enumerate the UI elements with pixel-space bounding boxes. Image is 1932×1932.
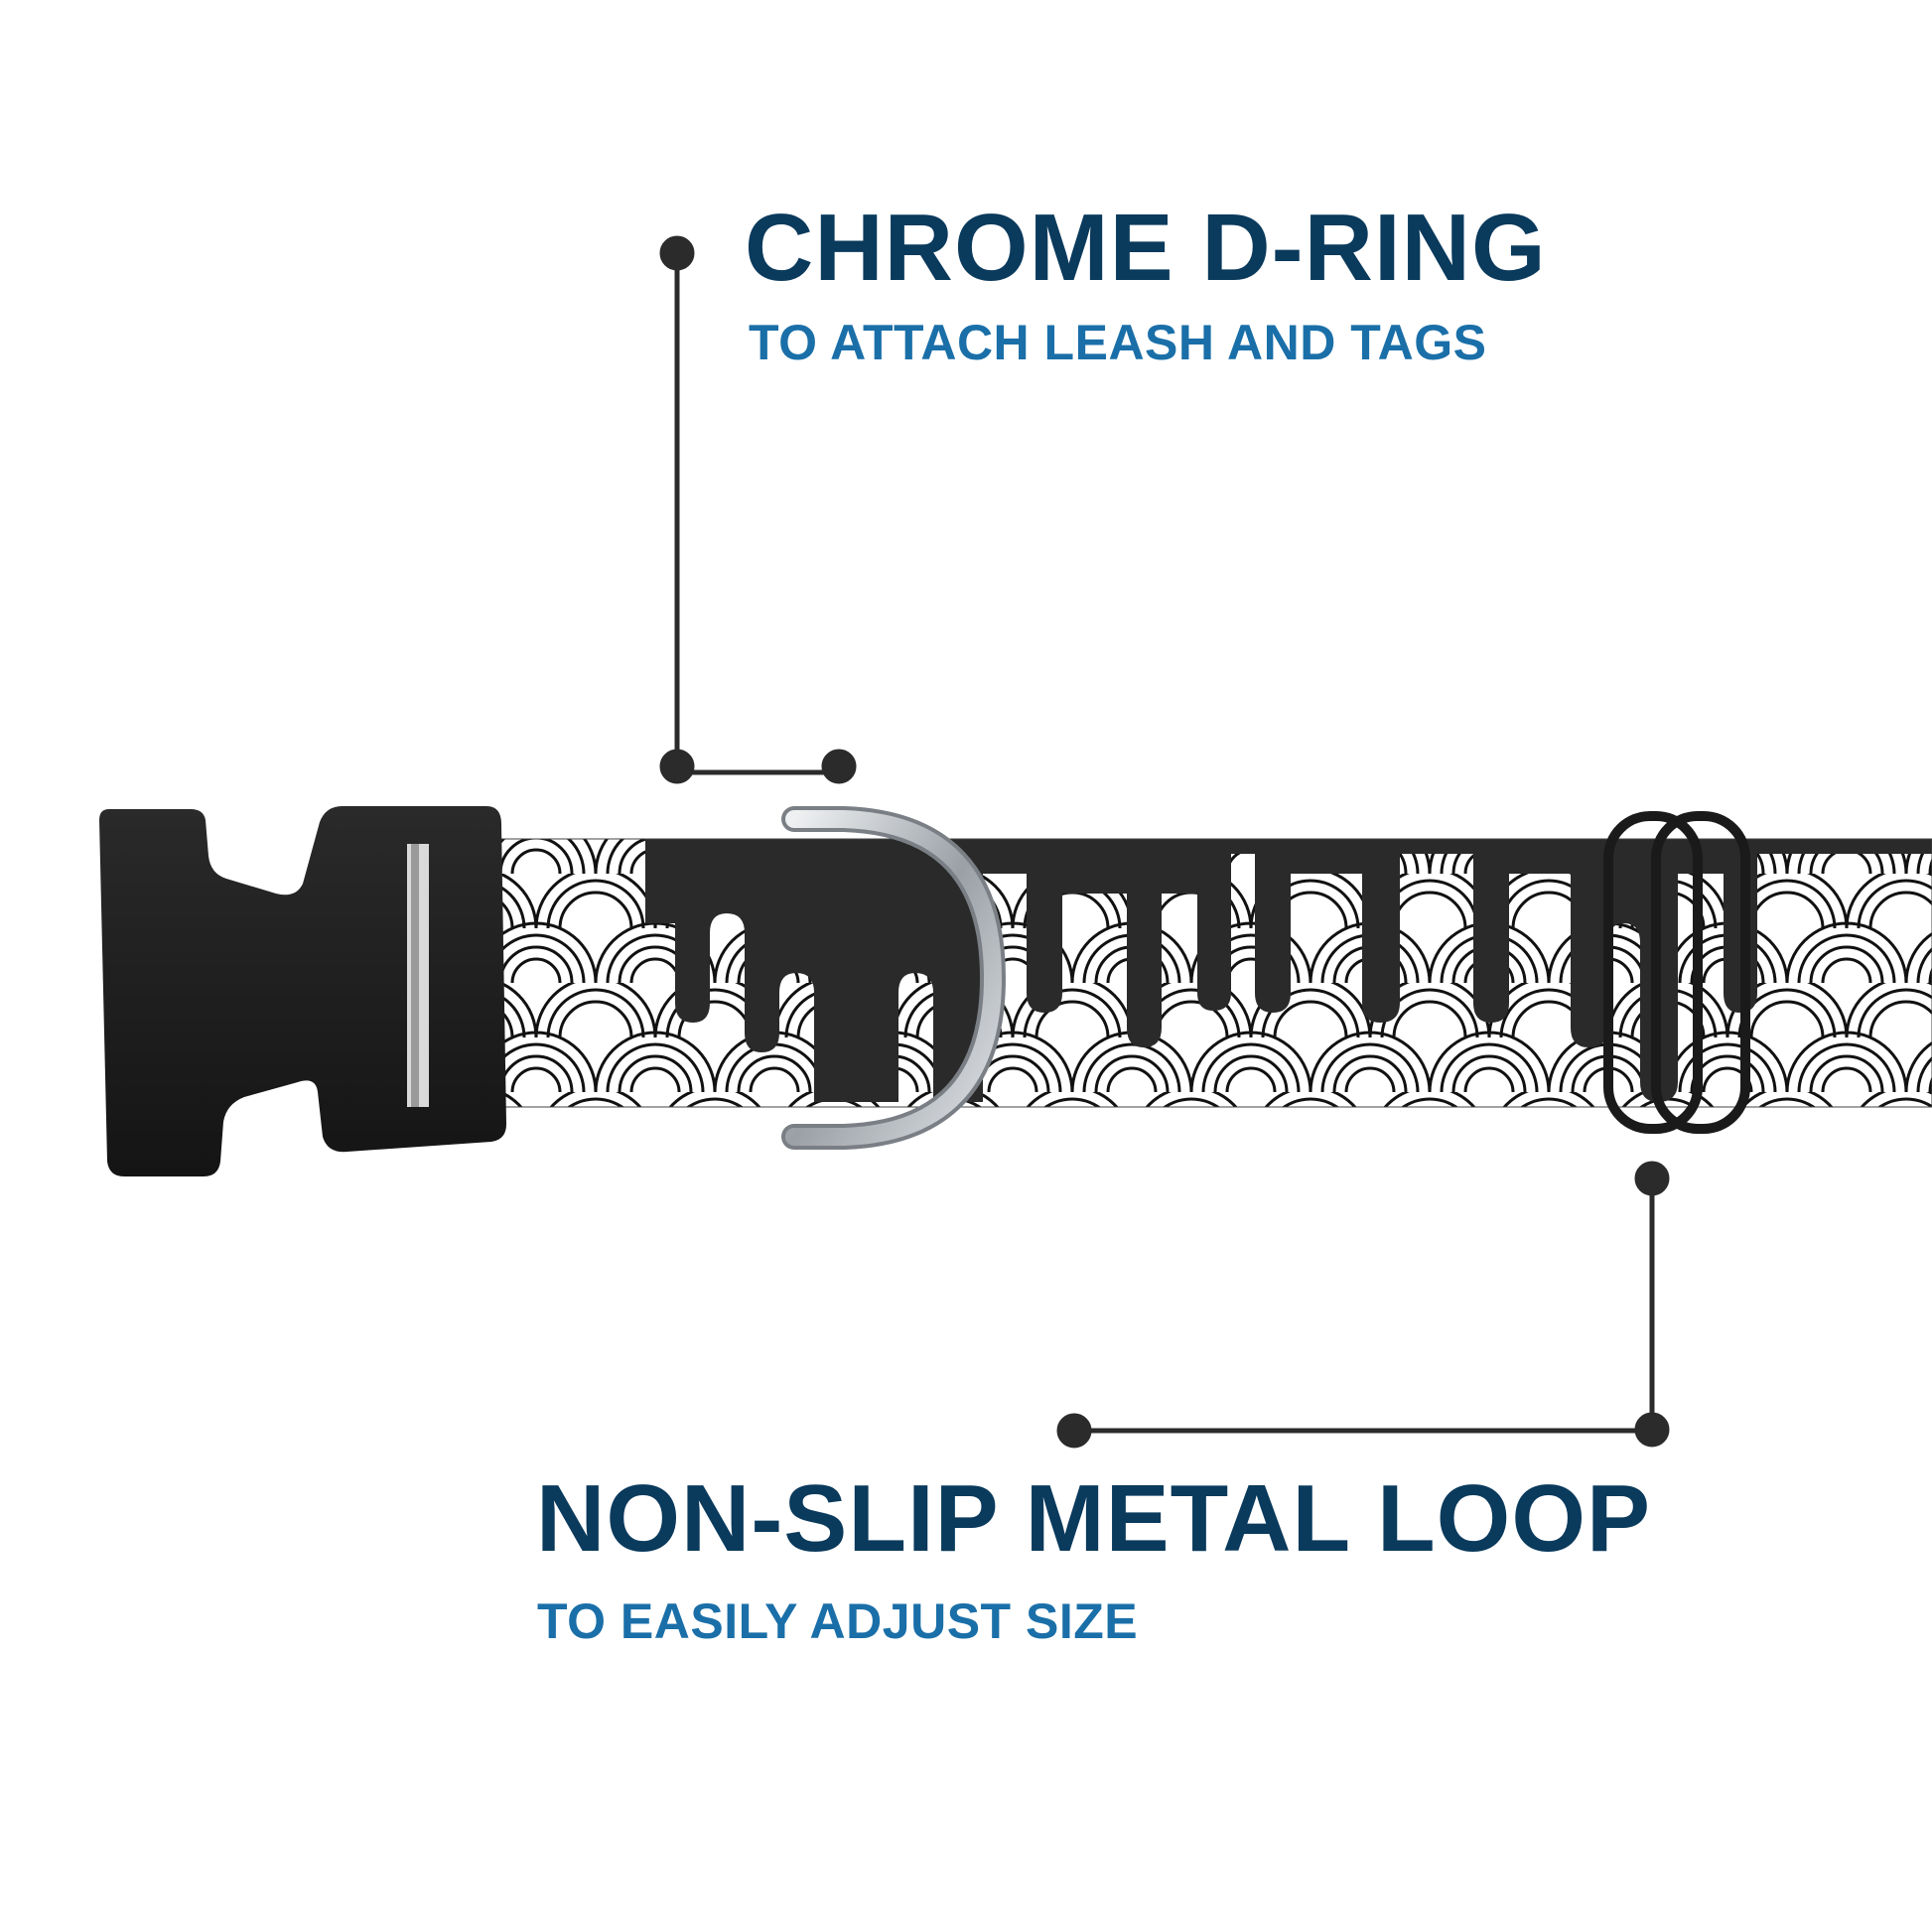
- leader-dot: [659, 749, 695, 784]
- d-ring-callout-title: CHROME D-RING: [745, 195, 1547, 301]
- d-ring-icon: [781, 806, 1007, 1150]
- metal-loop-callout-title: NON-SLIP METAL LOOP: [536, 1465, 1652, 1572]
- leader-dot: [659, 235, 695, 271]
- leader-dot: [1634, 1412, 1670, 1448]
- patterned-strap: [406, 838, 1932, 1108]
- metal-loop-callout-subtitle: TO EASILY ADJUST SIZE: [537, 1593, 1139, 1649]
- leader-dot: [1056, 1413, 1092, 1449]
- leader-dot: [1634, 1161, 1670, 1196]
- slide-loop-icon: [1603, 811, 1750, 1134]
- loop-leader-line: [1056, 1161, 1670, 1449]
- d-ring-callout-subtitle: TO ATTACH LEASH AND TAGS: [749, 315, 1487, 370]
- d-ring-leader-line: [659, 235, 857, 784]
- leader-dot: [821, 749, 857, 784]
- buckle-icon: [99, 806, 506, 1176]
